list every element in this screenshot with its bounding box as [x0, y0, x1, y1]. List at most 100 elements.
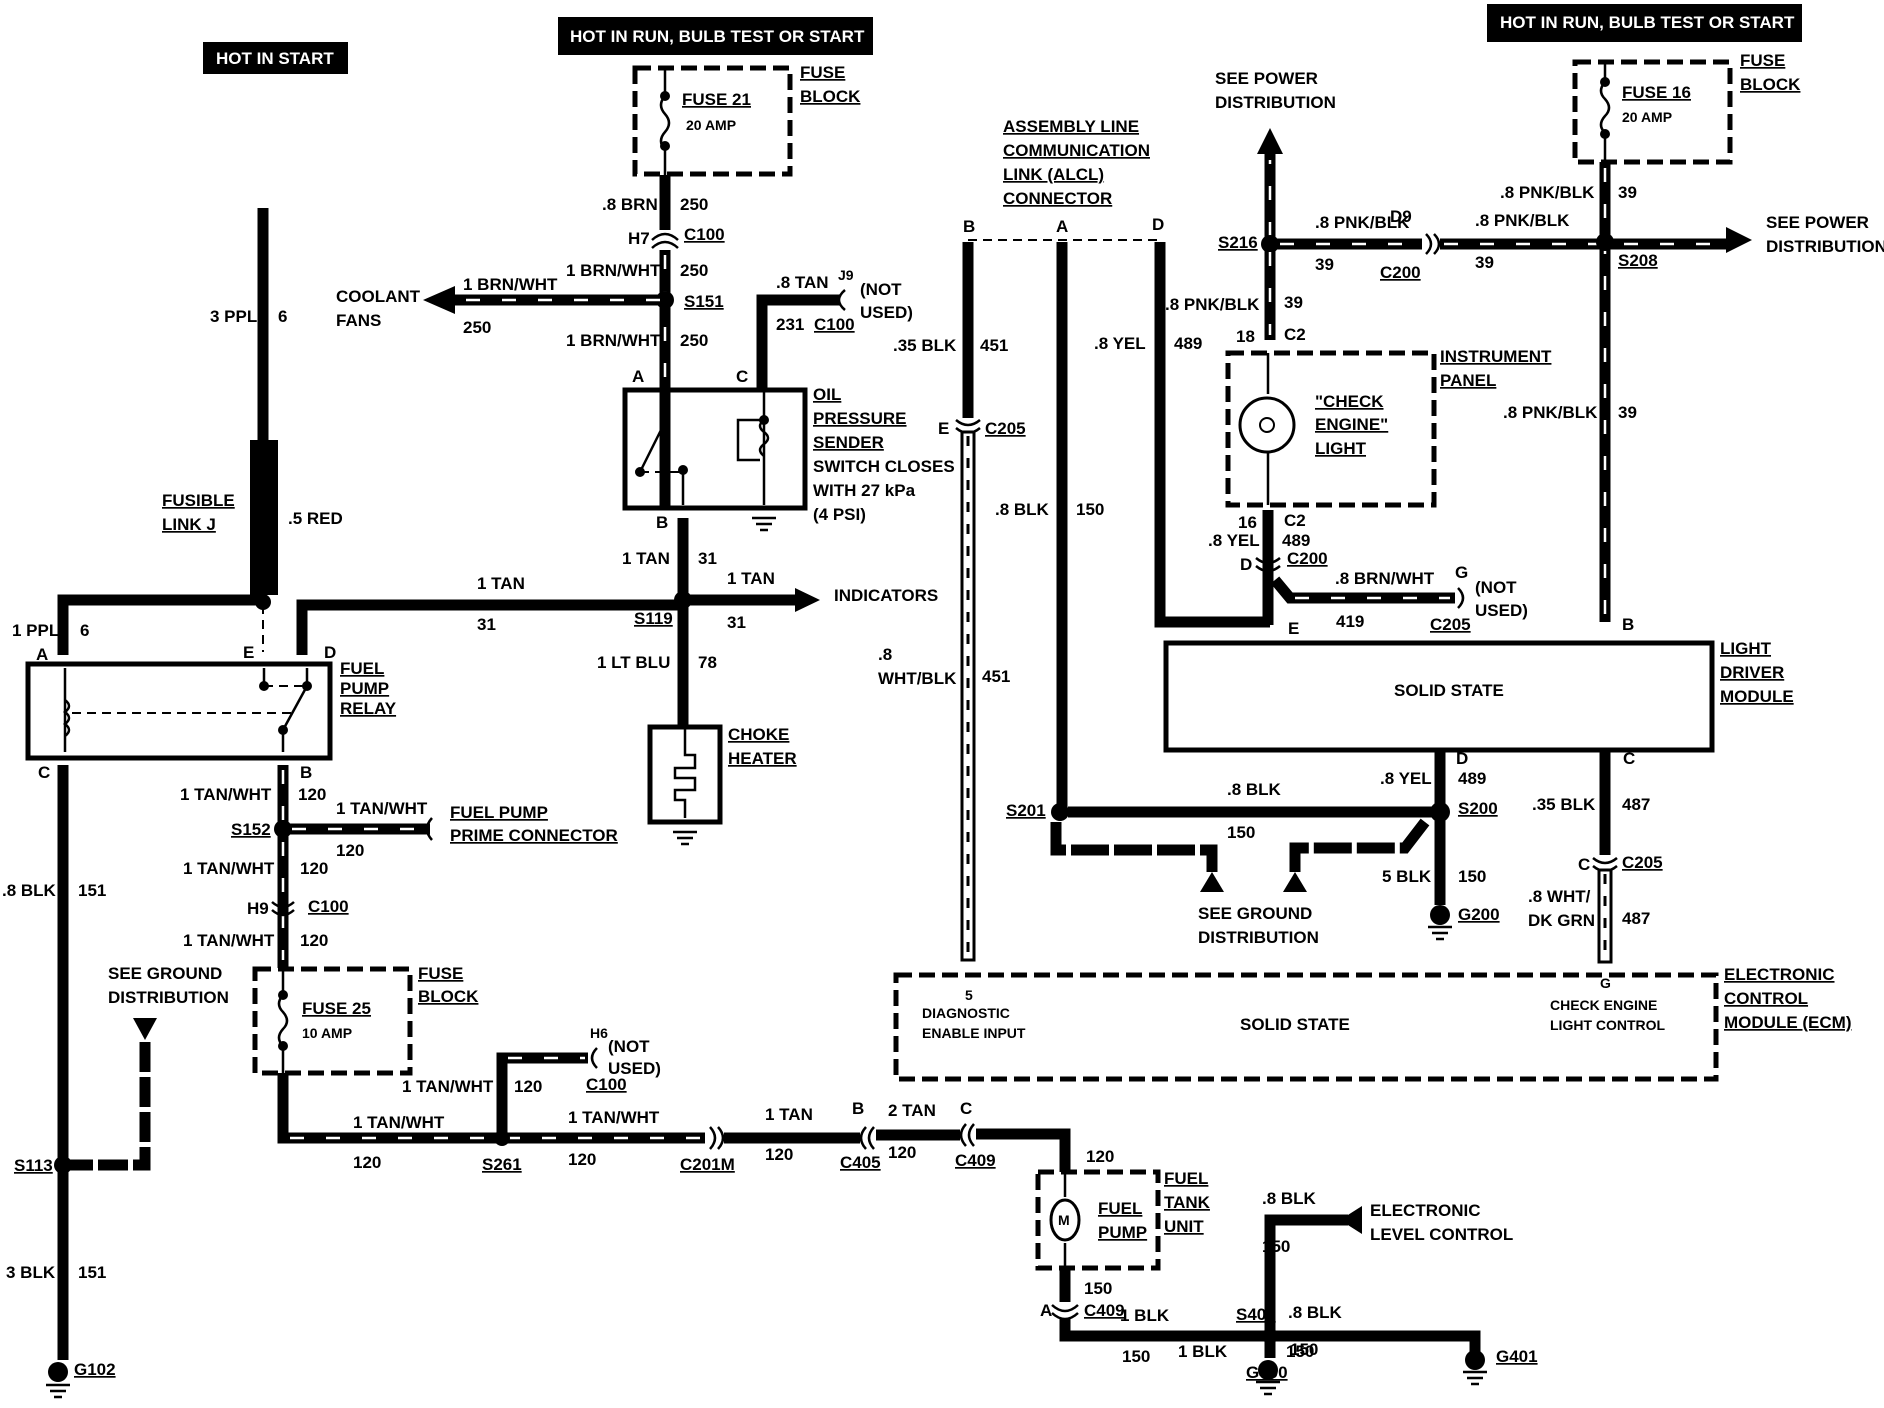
connector-label: C201M — [680, 1155, 735, 1174]
wire-circuit: 250 — [463, 318, 491, 337]
wire-circuit: 39 — [1284, 293, 1303, 312]
wire-1tan-31-relay — [296, 599, 683, 655]
component-label: FUSIBLE — [162, 491, 235, 510]
wire-circuit: 451 — [980, 336, 1008, 355]
ground-g401 — [1465, 1350, 1485, 1370]
component-label: OIL — [813, 385, 841, 404]
pressure-switch-icon — [638, 392, 766, 505]
wire-label: .35 BLK — [893, 336, 957, 355]
fuse-16-label: FUSE 16 — [1622, 83, 1691, 102]
pin-label: D — [324, 643, 336, 662]
ground-g102 — [48, 1362, 68, 1382]
wire-ground-dist-b — [1289, 818, 1430, 872]
wire-circuit: 151 — [78, 1263, 106, 1282]
see-ground-label: DISTRIBUTION — [108, 988, 229, 1007]
pin-label: E — [1288, 619, 1299, 638]
component-label: CONNECTOR — [1003, 189, 1112, 208]
wire-circuit: 120 — [300, 931, 328, 950]
light-driver-module: SOLID STATE LIGHT DRIVER MODULE — [1163, 639, 1794, 753]
pin-label: E — [243, 643, 254, 662]
component-label: INSTRUMENT — [1440, 347, 1552, 366]
connector-label: C100 — [814, 315, 855, 334]
pin-label: B — [300, 763, 312, 782]
connector-c100-h7-icon — [651, 232, 679, 249]
pin-label: G — [1455, 563, 1468, 582]
wire-circuit: 39 — [1315, 255, 1334, 274]
fuse-21-label: FUSE 21 — [682, 90, 751, 109]
wire-circuit: 150 — [1458, 867, 1486, 886]
coolant-fans-label: COOLANT — [336, 287, 421, 306]
connector-label: C100 — [586, 1075, 627, 1094]
component-label: ENGINE" — [1315, 415, 1388, 434]
ground-icon — [1428, 925, 1452, 941]
wire-whtblk-451 — [960, 430, 976, 962]
connector-c405-icon — [859, 1126, 875, 1150]
splice-label: S216 — [1218, 233, 1258, 252]
wire-whtdkgrn-487 — [1597, 868, 1613, 964]
see-power-label: SEE POWER — [1215, 69, 1318, 88]
pin-label: G — [1600, 975, 1611, 991]
see-power-label: SEE POWER — [1766, 213, 1869, 232]
wire-circuit: 250 — [680, 261, 708, 280]
wire-label: .8 PNK/BLK — [1315, 213, 1410, 232]
wire-label: .8 TAN — [776, 273, 829, 292]
wire-circuit: 120 — [300, 859, 328, 878]
wire-label: 5 BLK — [1382, 867, 1432, 886]
ground-dist-arrow-icon — [1200, 872, 1224, 892]
elc-label: ELECTRONIC — [1370, 1201, 1481, 1220]
ground-label: G400 — [1246, 1363, 1288, 1382]
wire-label: .8 BLK — [1227, 780, 1282, 799]
wire-circuit: 231 — [776, 315, 804, 334]
component-label: FUEL — [1164, 1169, 1208, 1188]
splice-label: S151 — [684, 292, 724, 311]
pin-label: A — [36, 645, 48, 664]
banner-hot-in-run-2: HOT IN RUN, BULB TEST OR START — [1487, 4, 1802, 42]
ground-icon — [673, 830, 697, 846]
wire-circuit: 487 — [1622, 909, 1650, 928]
see-ground-label: SEE GROUND — [1198, 904, 1312, 923]
wire-ground-dist-a — [1050, 822, 1218, 872]
wire-circuit: 451 — [982, 667, 1010, 686]
wire-label: 1 BLK — [1178, 1342, 1228, 1361]
fuse-16-block: FUSE 16 20 AMP FUSE BLOCK — [1572, 51, 1801, 165]
fuse-25-label: FUSE 25 — [302, 999, 371, 1018]
wire-circuit: 150 — [1262, 1237, 1290, 1256]
connector-label: C405 — [840, 1153, 881, 1172]
connector-label: C205 — [1430, 615, 1471, 634]
wire-ground-dist — [63, 1040, 151, 1171]
ground-label: G102 — [74, 1360, 116, 1379]
fuse-block-label: FUSE — [418, 964, 463, 983]
arrow-right-icon — [1726, 227, 1752, 253]
ground-icon — [752, 516, 776, 532]
splice-label: S152 — [231, 820, 271, 839]
component-label: FUEL PUMP — [450, 803, 548, 822]
arrow-left-icon — [423, 286, 455, 314]
splice-dot — [255, 594, 271, 610]
wire-circuit: 6 — [278, 307, 287, 326]
component-label: LIGHT — [1315, 439, 1367, 458]
wire-circuit: 489 — [1174, 334, 1202, 353]
wire-label: 1 TAN/WHT — [183, 931, 275, 950]
wire-label: 1 BLK — [1120, 1306, 1170, 1325]
wire-circuit: 151 — [78, 881, 106, 900]
pin-label: D — [1240, 555, 1252, 574]
connector-label: C100 — [308, 897, 349, 916]
wire-circuit: 120 — [568, 1150, 596, 1169]
pin-label: D — [1456, 749, 1468, 768]
component-label: ASSEMBLY LINE — [1003, 117, 1139, 136]
wire-label: 1 BRN/WHT — [463, 275, 558, 294]
wire-circuit: 489 — [1458, 769, 1486, 788]
pin-label: A — [632, 367, 644, 386]
splice-s208 — [1596, 233, 1614, 251]
component-label: CHOKE — [728, 725, 789, 744]
pin-label: B — [656, 513, 668, 532]
ecm-output-label: CHECK ENGINE — [1550, 997, 1657, 1013]
wire-circuit: 31 — [477, 615, 496, 634]
wire-label: 1 TAN — [622, 549, 670, 568]
connector-j9-icon — [837, 289, 846, 311]
connector-c409-icon — [959, 1123, 975, 1147]
wire-label: .5 RED — [288, 509, 343, 528]
connector-label: C200 — [1287, 549, 1328, 568]
fuel-pump-relay: A E D C B FUEL PUMP RELAY — [25, 643, 397, 782]
